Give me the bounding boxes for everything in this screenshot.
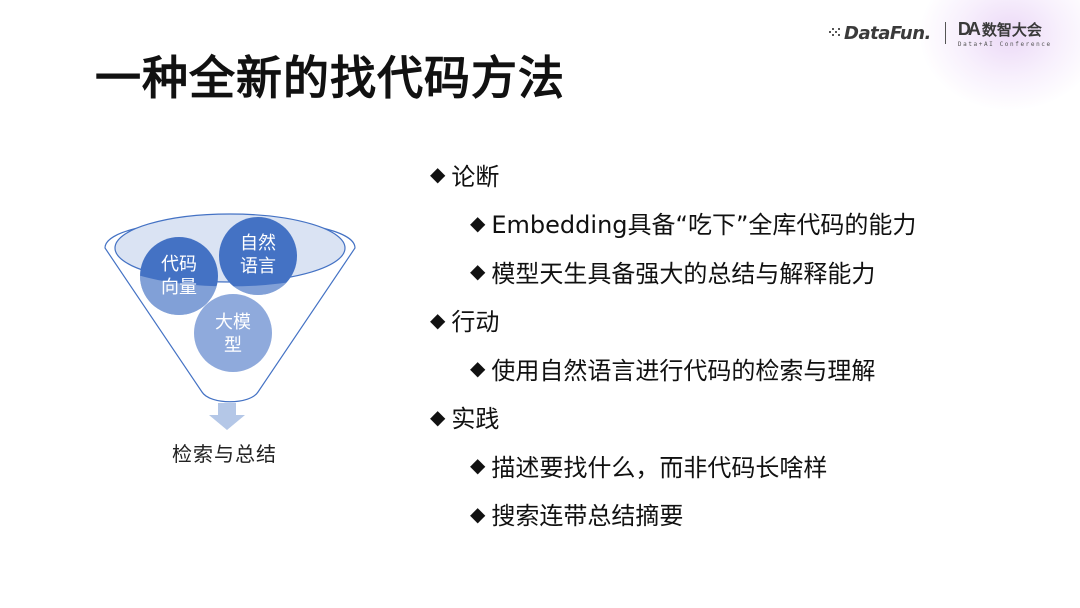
diamond-bullet-icon: ◆ <box>430 307 446 332</box>
circle-large-model-line1: 大模 <box>215 312 251 333</box>
diamond-bullet-icon: ◆ <box>470 210 486 235</box>
bullet-item: ◆ 描述要找什么，而非代码长啥样 <box>430 441 916 490</box>
bullet-item: ◆ 行动 <box>430 296 916 345</box>
bullet-text: 实践 <box>451 405 500 434</box>
datafun-dots-icon <box>829 28 840 36</box>
bullet-text: 模型天生具备强大的总结与解释能力 <box>491 259 876 288</box>
diamond-bullet-icon: ◆ <box>470 501 486 526</box>
bullet-item: ◆ Embedding具备“吃下”全库代码的能力 <box>430 199 916 248</box>
diamond-bullet-icon: ◆ <box>430 162 446 187</box>
diamond-bullet-icon: ◆ <box>470 259 486 284</box>
bullet-item: ◆ 使用自然语言进行代码的检索与理解 <box>430 344 916 393</box>
funnel-diagram: 代码 向量 自然 语言 大模 型 <box>104 213 356 403</box>
bullet-list: ◆ 论断 ◆ Embedding具备“吃下”全库代码的能力 ◆ 模型天生具备强大… <box>430 150 916 538</box>
da-conference-logo: DA 数智大会 Data+AI Conference <box>958 19 1052 48</box>
bullet-text: 论断 <box>451 162 500 191</box>
da-subtitle: Data+AI Conference <box>957 40 1052 48</box>
datafun-logo: DataFun. <box>844 22 931 44</box>
diamond-bullet-icon: ◆ <box>470 356 486 381</box>
bullet-item: ◆ 实践 <box>430 393 916 442</box>
circle-natural-language-line2: 语言 <box>240 256 276 277</box>
branding-logos: DataFun. DA 数智大会 Data+AI Conference <box>828 18 1052 48</box>
da-mark: DA <box>957 18 981 39</box>
down-arrow-icon <box>209 403 245 430</box>
da-chinese-name: 数智大会 <box>981 20 1042 39</box>
circle-large-model <box>194 294 272 372</box>
circle-code-vector-line1: 代码 <box>161 254 197 275</box>
header-glow-decoration <box>920 0 1080 110</box>
bullet-text: 行动 <box>451 308 500 337</box>
bullet-item: ◆ 搜索连带总结摘要 <box>430 490 916 539</box>
bullet-text: 搜索连带总结摘要 <box>491 502 684 531</box>
bullet-text: 使用自然语言进行代码的检索与理解 <box>491 356 876 385</box>
funnel-output-label: 检索与总结 <box>172 442 277 466</box>
slide-title: 一种全新的找代码方法 <box>95 51 565 105</box>
logo-divider <box>944 22 946 44</box>
circle-large-model-line2: 型 <box>224 335 242 356</box>
circle-natural-language-line1: 自然 <box>240 233 276 254</box>
circle-code-vector-line2: 向量 <box>161 277 197 298</box>
circle-natural-language <box>219 217 297 295</box>
bullet-text: 描述要找什么，而非代码长啥样 <box>491 453 828 482</box>
bullet-item: ◆ 论断 <box>430 150 916 199</box>
diamond-bullet-icon: ◆ <box>430 404 446 429</box>
bullet-item: ◆ 模型天生具备强大的总结与解释能力 <box>430 247 916 296</box>
diamond-bullet-icon: ◆ <box>470 453 486 478</box>
bullet-text: Embedding具备“吃下”全库代码的能力 <box>491 211 917 240</box>
